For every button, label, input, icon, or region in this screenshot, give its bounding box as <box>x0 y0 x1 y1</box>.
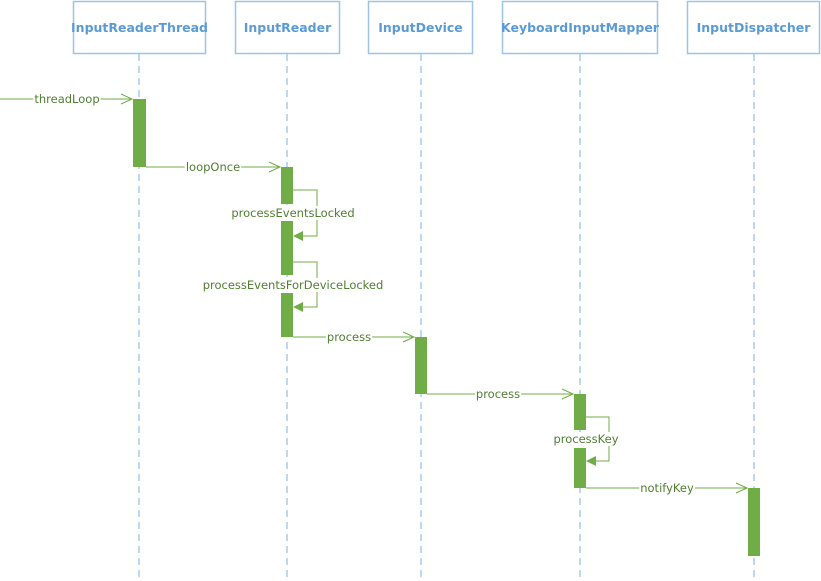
activations <box>133 99 760 556</box>
participant-label: InputReader <box>244 20 332 35</box>
open-arrowhead-icon <box>735 482 749 494</box>
participant-label: InputReaderThread <box>71 20 208 35</box>
activation-input-dispatcher <box>748 488 760 556</box>
open-arrowhead-icon <box>120 93 134 105</box>
message-loop-once[interactable]: loopOnce <box>146 160 282 174</box>
participant-label: InputDevice <box>378 20 463 35</box>
message-process-device-to-mapper[interactable]: process <box>427 387 575 401</box>
message-process-reader-to-device[interactable]: process <box>293 330 416 344</box>
filled-arrowhead-icon <box>293 231 303 241</box>
message-process-events-locked[interactable]: processEventsLocked <box>230 189 356 241</box>
activation-input-device <box>415 337 427 394</box>
activation-keyboard-input-mapper-2 <box>574 448 586 488</box>
label-background <box>325 330 373 344</box>
participant-input-dispatcher[interactable]: InputDispatcher <box>686 0 821 55</box>
activation-input-reader-1 <box>281 167 293 204</box>
message-label: threadLoop <box>34 92 99 106</box>
participant-label: InputDispatcher <box>697 20 812 35</box>
label-background <box>184 160 242 174</box>
open-arrowhead-icon <box>268 161 282 173</box>
message-label: process <box>327 330 371 344</box>
participant-box <box>501 0 659 55</box>
label-background <box>230 206 356 220</box>
participant-input-reader-thread[interactable]: InputReaderThread <box>71 0 208 55</box>
participant-keyboard-input-mapper[interactable]: KeyboardInputMapper <box>501 0 660 55</box>
activation-keyboard-input-mapper-1 <box>574 394 586 430</box>
participant-input-device[interactable]: InputDevice <box>367 0 474 55</box>
message-process-events-for-device-locked[interactable]: processEventsForDeviceLocked <box>201 261 385 312</box>
label-background <box>33 92 101 106</box>
message-label: loopOnce <box>186 160 240 174</box>
participant-input-reader[interactable]: InputReader <box>234 0 341 55</box>
participant-box <box>686 0 821 55</box>
open-arrowhead-icon <box>561 388 575 400</box>
participant-label: KeyboardInputMapper <box>501 20 660 35</box>
message-process-key[interactable]: processKey <box>552 416 620 466</box>
participant-box <box>234 0 341 55</box>
label-background <box>474 387 522 401</box>
message-notify-key[interactable]: notifyKey <box>586 481 749 495</box>
message-label: notifyKey <box>640 481 694 495</box>
filled-arrowhead-icon <box>586 456 596 466</box>
filled-arrowhead-icon <box>293 302 303 312</box>
participant-box <box>367 0 474 55</box>
message-label: process <box>476 387 520 401</box>
message-label: processEventsLocked <box>231 206 354 220</box>
activation-input-reader-3 <box>281 293 293 337</box>
message-thread-loop[interactable]: threadLoop <box>0 92 134 106</box>
activation-input-reader-2 <box>281 221 293 275</box>
label-background <box>639 481 695 495</box>
label-background <box>201 278 385 292</box>
activation-input-reader-thread <box>133 99 146 167</box>
message-label: processEventsForDeviceLocked <box>203 278 384 292</box>
open-arrowhead-icon <box>402 331 416 343</box>
label-background <box>552 432 620 446</box>
participant-box <box>72 0 207 55</box>
message-label: processKey <box>553 432 618 446</box>
lifelines <box>138 54 755 581</box>
